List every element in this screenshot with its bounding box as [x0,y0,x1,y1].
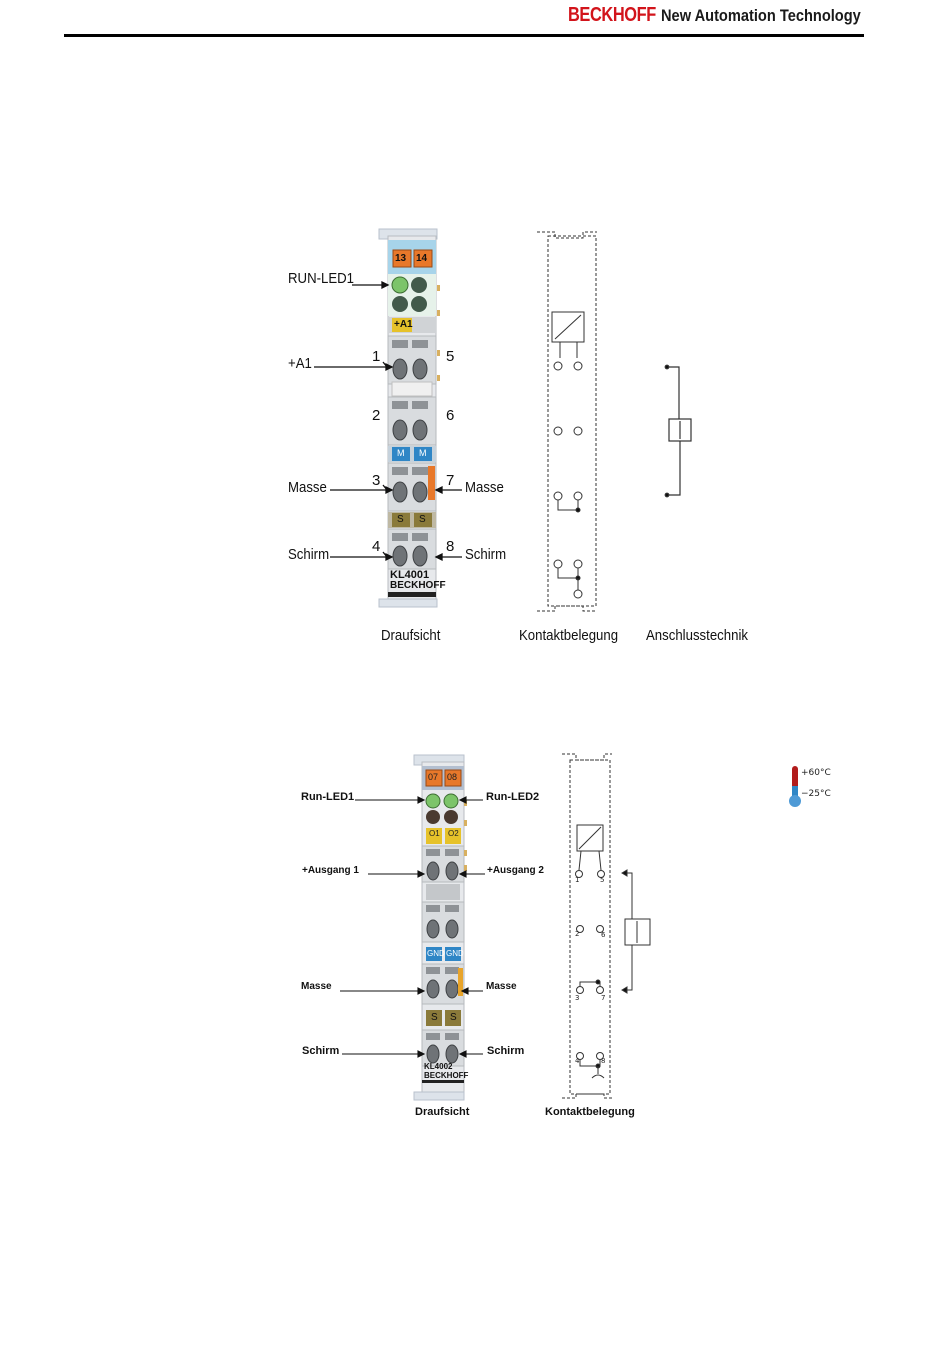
pin-4: 4 [372,538,381,555]
pin-1: 1 [372,348,381,365]
gnd-tag-right: GND [446,949,464,958]
terminal-brand-label: BECKHOFF [390,580,446,591]
schirm-left-label-2: Schirm [302,1045,340,1057]
figure1-contact-diagram [537,231,597,612]
masse-right-label-2: Masse [486,981,517,992]
caption-draufsicht-2: Draufsicht [415,1106,470,1118]
output-tag-1: O1 [429,829,440,838]
gnd-tag-left: GND [427,949,445,958]
terminal2-model-label: KL4002 [424,1062,453,1071]
pin-6: 6 [446,407,455,424]
shield-tag-right: S [419,514,426,525]
caption-draufsicht-1: Draufsicht [381,627,441,644]
led-tag-08: 08 [447,772,458,782]
header-rule [64,34,864,37]
thermometer-icon [789,766,801,807]
ausgang2-label: +Ausgang 2 [487,865,544,876]
terminal2-brand-label: BECKHOFF [424,1071,469,1080]
pin-2: 2 [372,407,381,424]
figure2-contact-diagram [562,753,651,1099]
masse-right-label: Masse [465,479,504,496]
temp-max-label: +60°C [801,768,831,778]
pin-3: 3 [372,472,381,489]
ground-tag-right: M [419,448,427,458]
ground-tag-left: M [397,448,405,458]
figure1-wiring-diagram [664,364,692,498]
kl4001-terminal-drawing [378,228,440,608]
pin2-6: 6 [601,931,606,939]
header-brand: BECKHOFF New Automation Technology [568,4,893,28]
power-tag: +A1 [394,319,413,330]
pin2-2: 2 [575,930,580,938]
masse-left-label: Masse [288,479,327,496]
pin2-5: 5 [600,876,605,884]
run-led1-label: RUN-LED1 [288,270,355,287]
run-led2-label: Run-LED2 [486,791,540,803]
pin2-7: 7 [601,994,606,1002]
shield-tag2-left: S [431,1012,438,1023]
caption-kontaktbelegung-2: Kontaktbelegung [545,1106,635,1118]
pin2-4: 4 [575,1057,580,1065]
shield-tag2-right: S [450,1012,457,1023]
led-tag-13: 13 [395,253,407,264]
schirm-right-label-2: Schirm [487,1045,525,1057]
schirm-right-label: Schirm [465,546,507,563]
a1-label: +A1 [288,355,312,372]
brand-slogan: New Automation Technology [661,6,861,25]
ausgang1-label: +Ausgang 1 [302,865,359,876]
temp-min-label: −25°C [801,789,831,799]
pin2-3: 3 [575,994,580,1002]
figure2-pointers [340,796,485,1058]
run-led1-label-2: Run-LED1 [301,791,355,803]
kl4002-terminal-drawing [413,754,467,1101]
brand-logo: BECKHOFF [568,4,656,26]
pin-7: 7 [446,472,455,489]
output-tag-2: O2 [448,829,459,838]
pin2-1: 1 [575,876,580,884]
pin2-8: 8 [601,1057,606,1065]
pin-8: 8 [446,538,455,555]
pin-5: 5 [446,348,455,365]
schirm-left-label: Schirm [288,546,330,563]
caption-anschlusstechnik: Anschlusstechnik [646,627,748,644]
shield-tag-left: S [397,514,404,525]
led-tag-07: 07 [428,772,439,782]
figure1-pointers [314,280,462,562]
masse-left-label-2: Masse [301,981,332,992]
led-tag-14: 14 [416,253,428,264]
terminal-model-label: KL4001 [390,569,430,581]
caption-kontaktbelegung-1: Kontaktbelegung [519,627,619,644]
